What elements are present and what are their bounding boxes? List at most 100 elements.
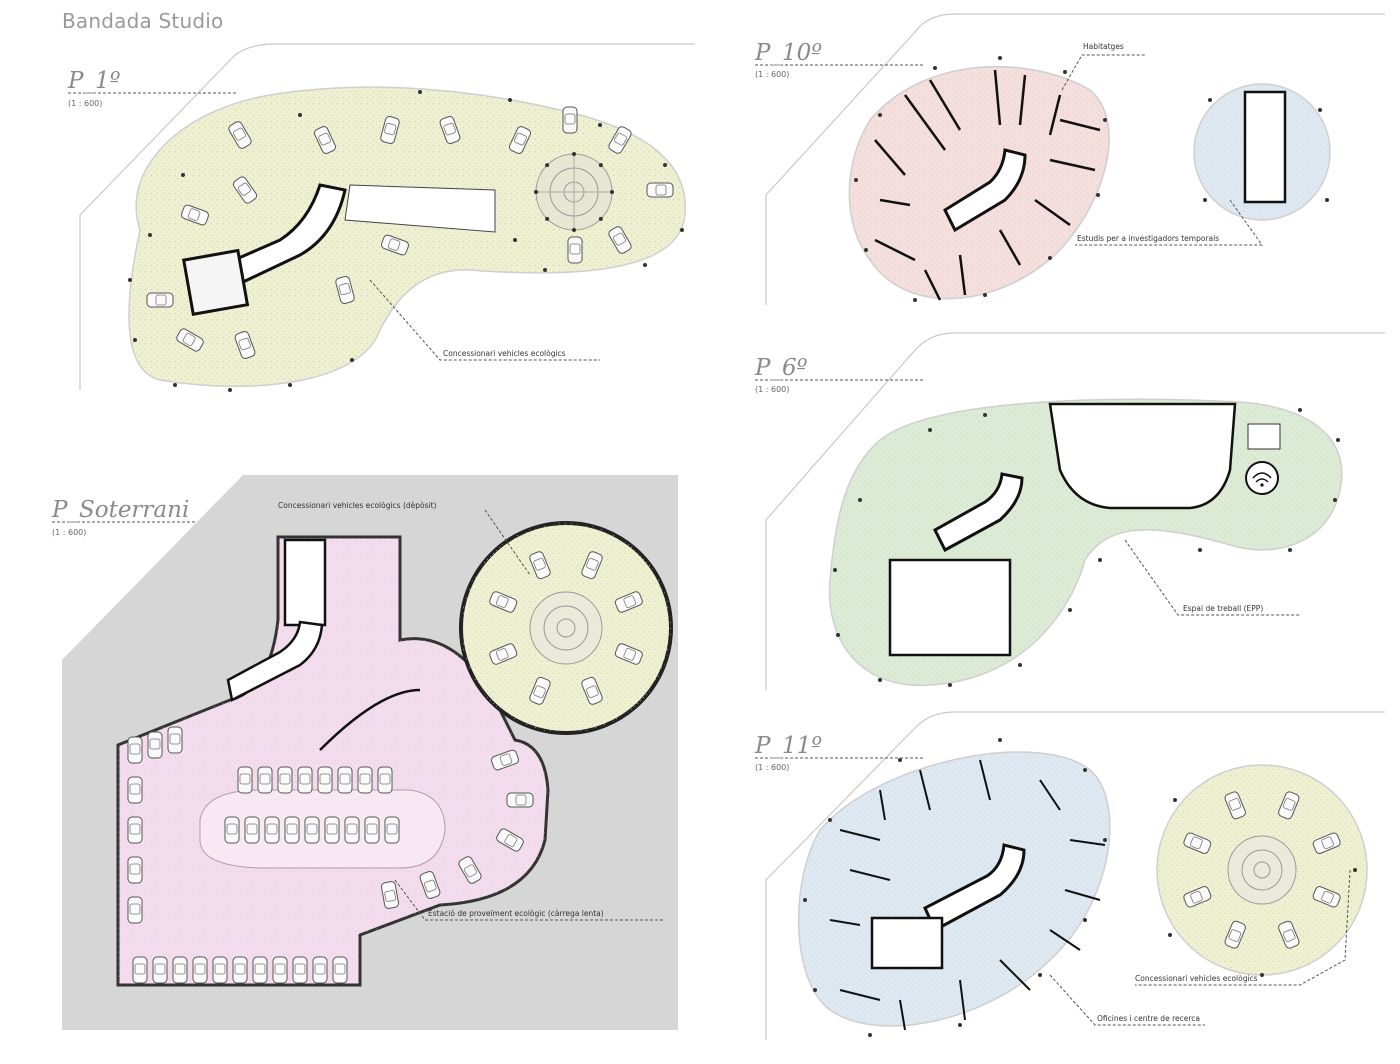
car-icon: [506, 792, 534, 808]
car-icon: [324, 816, 340, 844]
car-icon: [127, 776, 143, 804]
car-icon: [212, 956, 228, 984]
p10-label-estudis: Estudis per a investigadors temporals: [1077, 234, 1219, 243]
column-dot: [864, 248, 868, 252]
column-dot: [1333, 498, 1337, 502]
plan-basement: P_Soterrani (1 : 600) Concessionari vehi…: [51, 475, 678, 1030]
car-icon: [264, 816, 280, 844]
p11-leader-right: [1135, 869, 1351, 986]
car-icon: [567, 236, 583, 264]
column-dot: [1168, 933, 1172, 937]
column-dot: [813, 988, 817, 992]
basement-core: [283, 538, 327, 627]
column-dot: [572, 152, 576, 156]
car-icon: [458, 856, 482, 884]
column-dot: [610, 190, 614, 194]
car-icon: [297, 766, 313, 794]
car-icon: [146, 292, 174, 308]
column-dot: [878, 678, 882, 682]
p10-tower-core: [1243, 90, 1287, 204]
column-dot: [598, 123, 602, 127]
car-icon: [608, 226, 632, 254]
p10-scale: (1 : 600): [755, 70, 789, 79]
column-dot: [1298, 408, 1302, 412]
p6-elevator: [1247, 423, 1281, 450]
p10-interior-walls: [874, 69, 1101, 301]
column-dot: [803, 898, 807, 902]
column-dot: [643, 263, 647, 267]
car-icon: [608, 126, 632, 154]
car-icon: [277, 766, 293, 794]
column-dot: [1325, 198, 1329, 202]
car-icon: [529, 551, 551, 580]
column-dot: [508, 98, 512, 102]
p11-interior-walls: [829, 759, 1106, 1031]
column-dot: [948, 683, 952, 687]
car-icon: [380, 881, 400, 909]
column-dot: [545, 216, 550, 221]
column-dot: [1083, 918, 1087, 922]
column-dot: [128, 278, 132, 282]
column-dot: [350, 358, 354, 362]
column-dot: [1103, 838, 1107, 842]
car-icon: [127, 896, 143, 924]
car-icon: [562, 106, 578, 134]
column-dot: [858, 498, 862, 502]
column-dot: [998, 738, 1002, 742]
column-dot: [1353, 868, 1357, 872]
basement-ramp-island: [199, 789, 446, 869]
basement-curved-wall: [319, 688, 421, 751]
column-dot: [1018, 663, 1022, 667]
car-icon: [127, 816, 143, 844]
car-icon: [304, 816, 320, 844]
p10-site-boundary: [765, 13, 1385, 305]
p1-office-block: [344, 184, 496, 233]
car-icon: [127, 736, 143, 764]
basement-label-charging: Estació de proveïment ecològic (càrrega …: [428, 909, 604, 918]
column-dot: [543, 268, 547, 272]
car-icon: [312, 956, 328, 984]
p10-core-curve: [943, 148, 1027, 233]
column-dot: [836, 633, 840, 637]
p11-site-boundary: [765, 711, 1385, 1040]
car-icon: [234, 331, 256, 359]
column-dot: [1203, 198, 1207, 202]
car-icon: [384, 816, 400, 844]
column-dot: [898, 758, 902, 762]
basement-leader-bottom: [394, 879, 665, 921]
car-icon: [224, 816, 240, 844]
column-dot: [1103, 118, 1107, 122]
p1-scale: (1 : 600): [68, 99, 102, 108]
column-dot: [298, 113, 302, 117]
car-icon: [508, 126, 532, 154]
p6-office-wing: [1048, 402, 1237, 510]
car-icon: [1312, 832, 1341, 854]
car-icon: [489, 591, 518, 613]
p10-leader-top: [1061, 54, 1145, 91]
car-icon: [127, 856, 143, 884]
column-dot: [1063, 70, 1067, 74]
car-icon: [272, 956, 288, 984]
car-icon: [380, 116, 400, 144]
plan-p6: P_6º (1 : 600) Espai de treball (EPP): [754, 332, 1385, 690]
car-icon: [292, 956, 308, 984]
column-dot: [928, 428, 932, 432]
car-icon: [181, 204, 209, 226]
p6-scale: (1 : 600): [755, 385, 789, 394]
p1-label-concessionari: Concessionari vehicles ecològics: [443, 349, 566, 358]
p11-core-curve: [923, 843, 1026, 933]
column-dot: [833, 568, 837, 572]
column-dot: [288, 383, 292, 387]
car-icon: [1278, 791, 1300, 820]
column-dot: [545, 163, 550, 168]
p6-core-block: [888, 558, 1012, 657]
p6-site-boundary: [765, 332, 1385, 690]
column-dot: [1096, 193, 1100, 197]
car-icon: [381, 234, 409, 256]
car-icon: [614, 643, 643, 665]
column-dot: [828, 818, 832, 822]
car-icon: [581, 551, 603, 580]
column-dot: [598, 216, 603, 221]
car-icon: [1312, 886, 1341, 908]
column-dot: [680, 228, 684, 232]
